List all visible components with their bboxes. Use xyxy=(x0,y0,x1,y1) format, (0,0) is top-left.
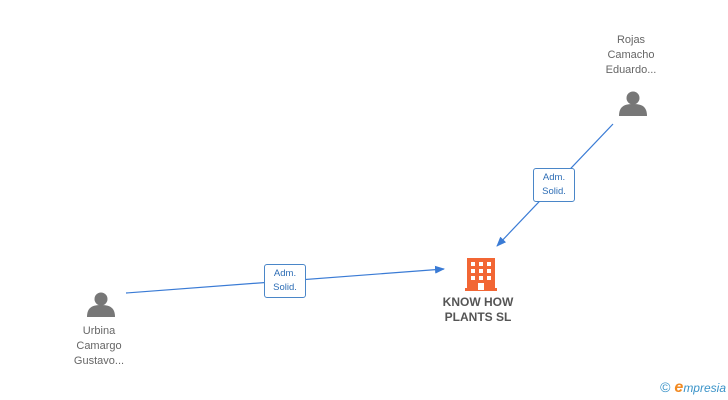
edge-label-left-line-1: Adm. xyxy=(273,268,297,279)
person-icon[interactable] xyxy=(87,292,115,318)
person-left-name-line-1: Urbina xyxy=(82,325,116,337)
company-label[interactable]: KNOW HOW PLANTS SL xyxy=(418,295,538,325)
edge-label-top-line-1: Adm. xyxy=(542,172,566,183)
brand-name: mpresia xyxy=(683,381,726,395)
person-left-name-line-2: Camargo xyxy=(76,340,122,352)
person-top-label[interactable]: Rojas Camacho Eduardo... xyxy=(576,33,686,78)
company-name-line-1: KNOW HOW xyxy=(442,295,514,309)
person-top-name-line-2: Camacho xyxy=(607,49,655,61)
edge-label-top-line-2: Solid. xyxy=(542,186,566,197)
person-top-name-line-3: Eduardo... xyxy=(605,64,657,76)
person-top-name-line-1: Rojas xyxy=(616,34,646,46)
person-icon[interactable] xyxy=(619,91,647,117)
copyright-symbol: © xyxy=(660,379,671,395)
building-icon[interactable] xyxy=(465,258,497,291)
company-name-line-2: PLANTS SL xyxy=(444,310,512,324)
empresia-logo: ©empresia xyxy=(660,379,726,397)
person-left-label[interactable]: Urbina Camargo Gustavo... xyxy=(44,324,154,369)
brand-e: e xyxy=(674,379,684,396)
edge-label-left: Adm. Solid. xyxy=(264,264,306,298)
person-left-name-line-3: Gustavo... xyxy=(73,355,125,367)
edge-label-left-line-2: Solid. xyxy=(273,282,297,293)
edge-label-top: Adm. Solid. xyxy=(533,168,575,202)
